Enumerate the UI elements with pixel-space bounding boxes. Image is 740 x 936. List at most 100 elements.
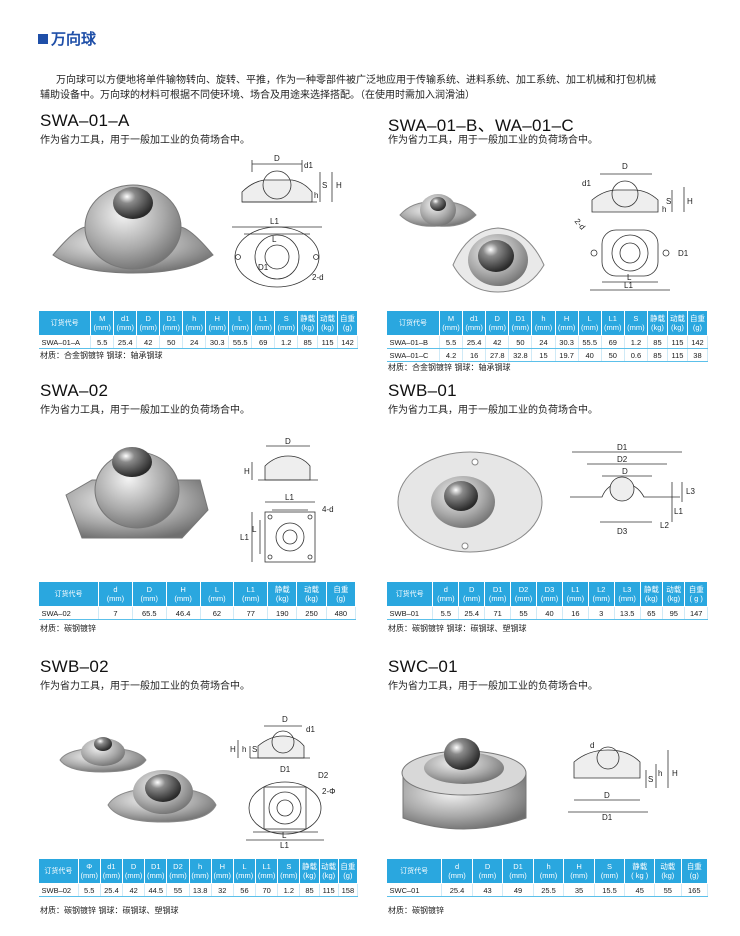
dim-label: d: [590, 741, 594, 750]
table-cell: 24: [182, 335, 207, 349]
dim-label: D: [274, 154, 280, 163]
dim-label: S: [252, 745, 257, 754]
column-header: h(mm): [188, 858, 212, 884]
column-header: L(mm): [199, 581, 235, 607]
desc-swa01b: 作为省力工具，用于一般加工业的负荷场合中。: [388, 135, 598, 146]
model-swb01: SWB–01: [388, 381, 457, 400]
page-title: 万向球: [38, 28, 96, 49]
table-cell: SWA–01–A: [38, 335, 92, 349]
page-title-text: 万向球: [51, 30, 97, 48]
photo-swa02: [65, 447, 209, 539]
dim-label: L1: [624, 281, 633, 290]
column-header: S(mm): [277, 858, 301, 884]
dim-label: h: [242, 745, 246, 754]
table-cell: 5.5: [90, 335, 115, 349]
table-cell: 25.4: [441, 883, 473, 897]
table-cell: 71: [484, 606, 512, 620]
table-cell: 85: [647, 348, 668, 362]
table-cell: 65: [640, 606, 664, 620]
dim-label: D1: [678, 249, 689, 258]
table-cell: 56: [233, 883, 257, 897]
dim-label: d1: [304, 161, 313, 170]
column-header: S(mm): [623, 310, 648, 336]
column-header: H(mm): [205, 310, 230, 336]
model-swa02: SWA–02: [40, 381, 109, 400]
dim-label: L: [282, 831, 287, 840]
column-header: D1(mm): [159, 310, 184, 336]
dim-label: h: [658, 769, 662, 778]
material-swa02: 材质：碳钢镀锌: [40, 624, 96, 633]
drawing-swa02: D H L1 4-d L1 L: [240, 437, 334, 563]
table-cell: 45: [624, 883, 656, 897]
drawing-swc01: d S h H D D1: [568, 741, 678, 822]
dim-label: 2-Φ: [322, 787, 336, 796]
intro-paragraph: 万向球可以方便地将单件输物转向、旋转、平推，作为一种零部件被广泛地应用于传输系统…: [40, 73, 715, 103]
table-cell: 15.5: [594, 883, 626, 897]
column-header: d(mm): [432, 581, 460, 607]
table-cell: 85: [647, 335, 668, 349]
column-header: 自重(g): [337, 310, 358, 336]
drawing-swb02: D d1 H h S D1 D2 2-Φ L L1: [230, 715, 336, 850]
desc-swa02: 作为省力工具，用于一般加工业的负荷场合中。: [40, 405, 250, 416]
table-cell: 50: [159, 335, 184, 349]
column-header: 动载(kg): [654, 858, 682, 884]
table-cell: 85: [297, 335, 319, 349]
dim-label: h: [314, 191, 318, 200]
drawing-swa01a: D d1 S H h L1 L D1 2-d: [232, 154, 342, 288]
column-header: L3(mm): [613, 581, 641, 607]
dim-label: d1: [582, 179, 591, 188]
table-cell: 42: [485, 335, 510, 349]
column-header: L1(mm): [251, 310, 276, 336]
table-cell: 55: [510, 606, 537, 620]
material-swa01b: 材质：合金钢镀锌 钢球：轴承钢球: [388, 363, 511, 372]
column-header: H(mm): [210, 858, 234, 884]
column-header: 动载(kg): [318, 858, 339, 884]
column-header: L1(mm): [600, 310, 625, 336]
dim-label: L: [627, 273, 632, 282]
table-cell: 62: [200, 606, 235, 620]
table-cell: 13.5: [614, 606, 641, 620]
table-cell: 5.5: [439, 335, 464, 349]
dim-label: h: [662, 205, 666, 214]
table-cell: 55.5: [228, 335, 253, 349]
dim-label: D: [282, 715, 288, 724]
intro-line-2: 辅助设备中。万向球的材料可根据不同使环境、场合及用途来选择搭配。（在使用时需加入…: [40, 90, 475, 101]
model-swa01a: SWA–01–A: [40, 111, 130, 130]
column-header: d1(mm): [462, 310, 487, 336]
title-square-icon: [38, 33, 48, 44]
photo-swa01b: [399, 194, 545, 293]
table-cell: 69: [251, 335, 276, 349]
table-cell: SWA–02: [38, 606, 100, 620]
table-cell: SWC–01: [386, 883, 443, 897]
table-cell: 38: [687, 348, 709, 362]
dim-label: D1: [258, 263, 269, 272]
table-cell: 5.5: [432, 606, 460, 620]
table-cell: 32: [211, 883, 234, 897]
table-cell: 190: [267, 606, 298, 620]
column-header: 自重(g): [337, 858, 359, 884]
table-cell: 42: [136, 335, 161, 349]
dim-label: D: [622, 162, 628, 171]
column-header: 静载( kg ): [624, 858, 656, 884]
column-header: H(mm): [563, 858, 595, 884]
dim-label: 2-d: [312, 273, 324, 282]
dim-label: D: [604, 791, 610, 800]
table-cell: 16: [562, 606, 589, 620]
drawing-swa01b: D d1 S H h 2-d D1 L L1: [573, 162, 693, 291]
table-cell: 7: [98, 606, 133, 620]
column-header: D3(mm): [536, 581, 563, 607]
table-cell: 85: [299, 883, 320, 897]
column-header: 静载(kg): [639, 581, 664, 607]
table-cell: 40: [536, 606, 563, 620]
column-header: D2(mm): [510, 581, 537, 607]
